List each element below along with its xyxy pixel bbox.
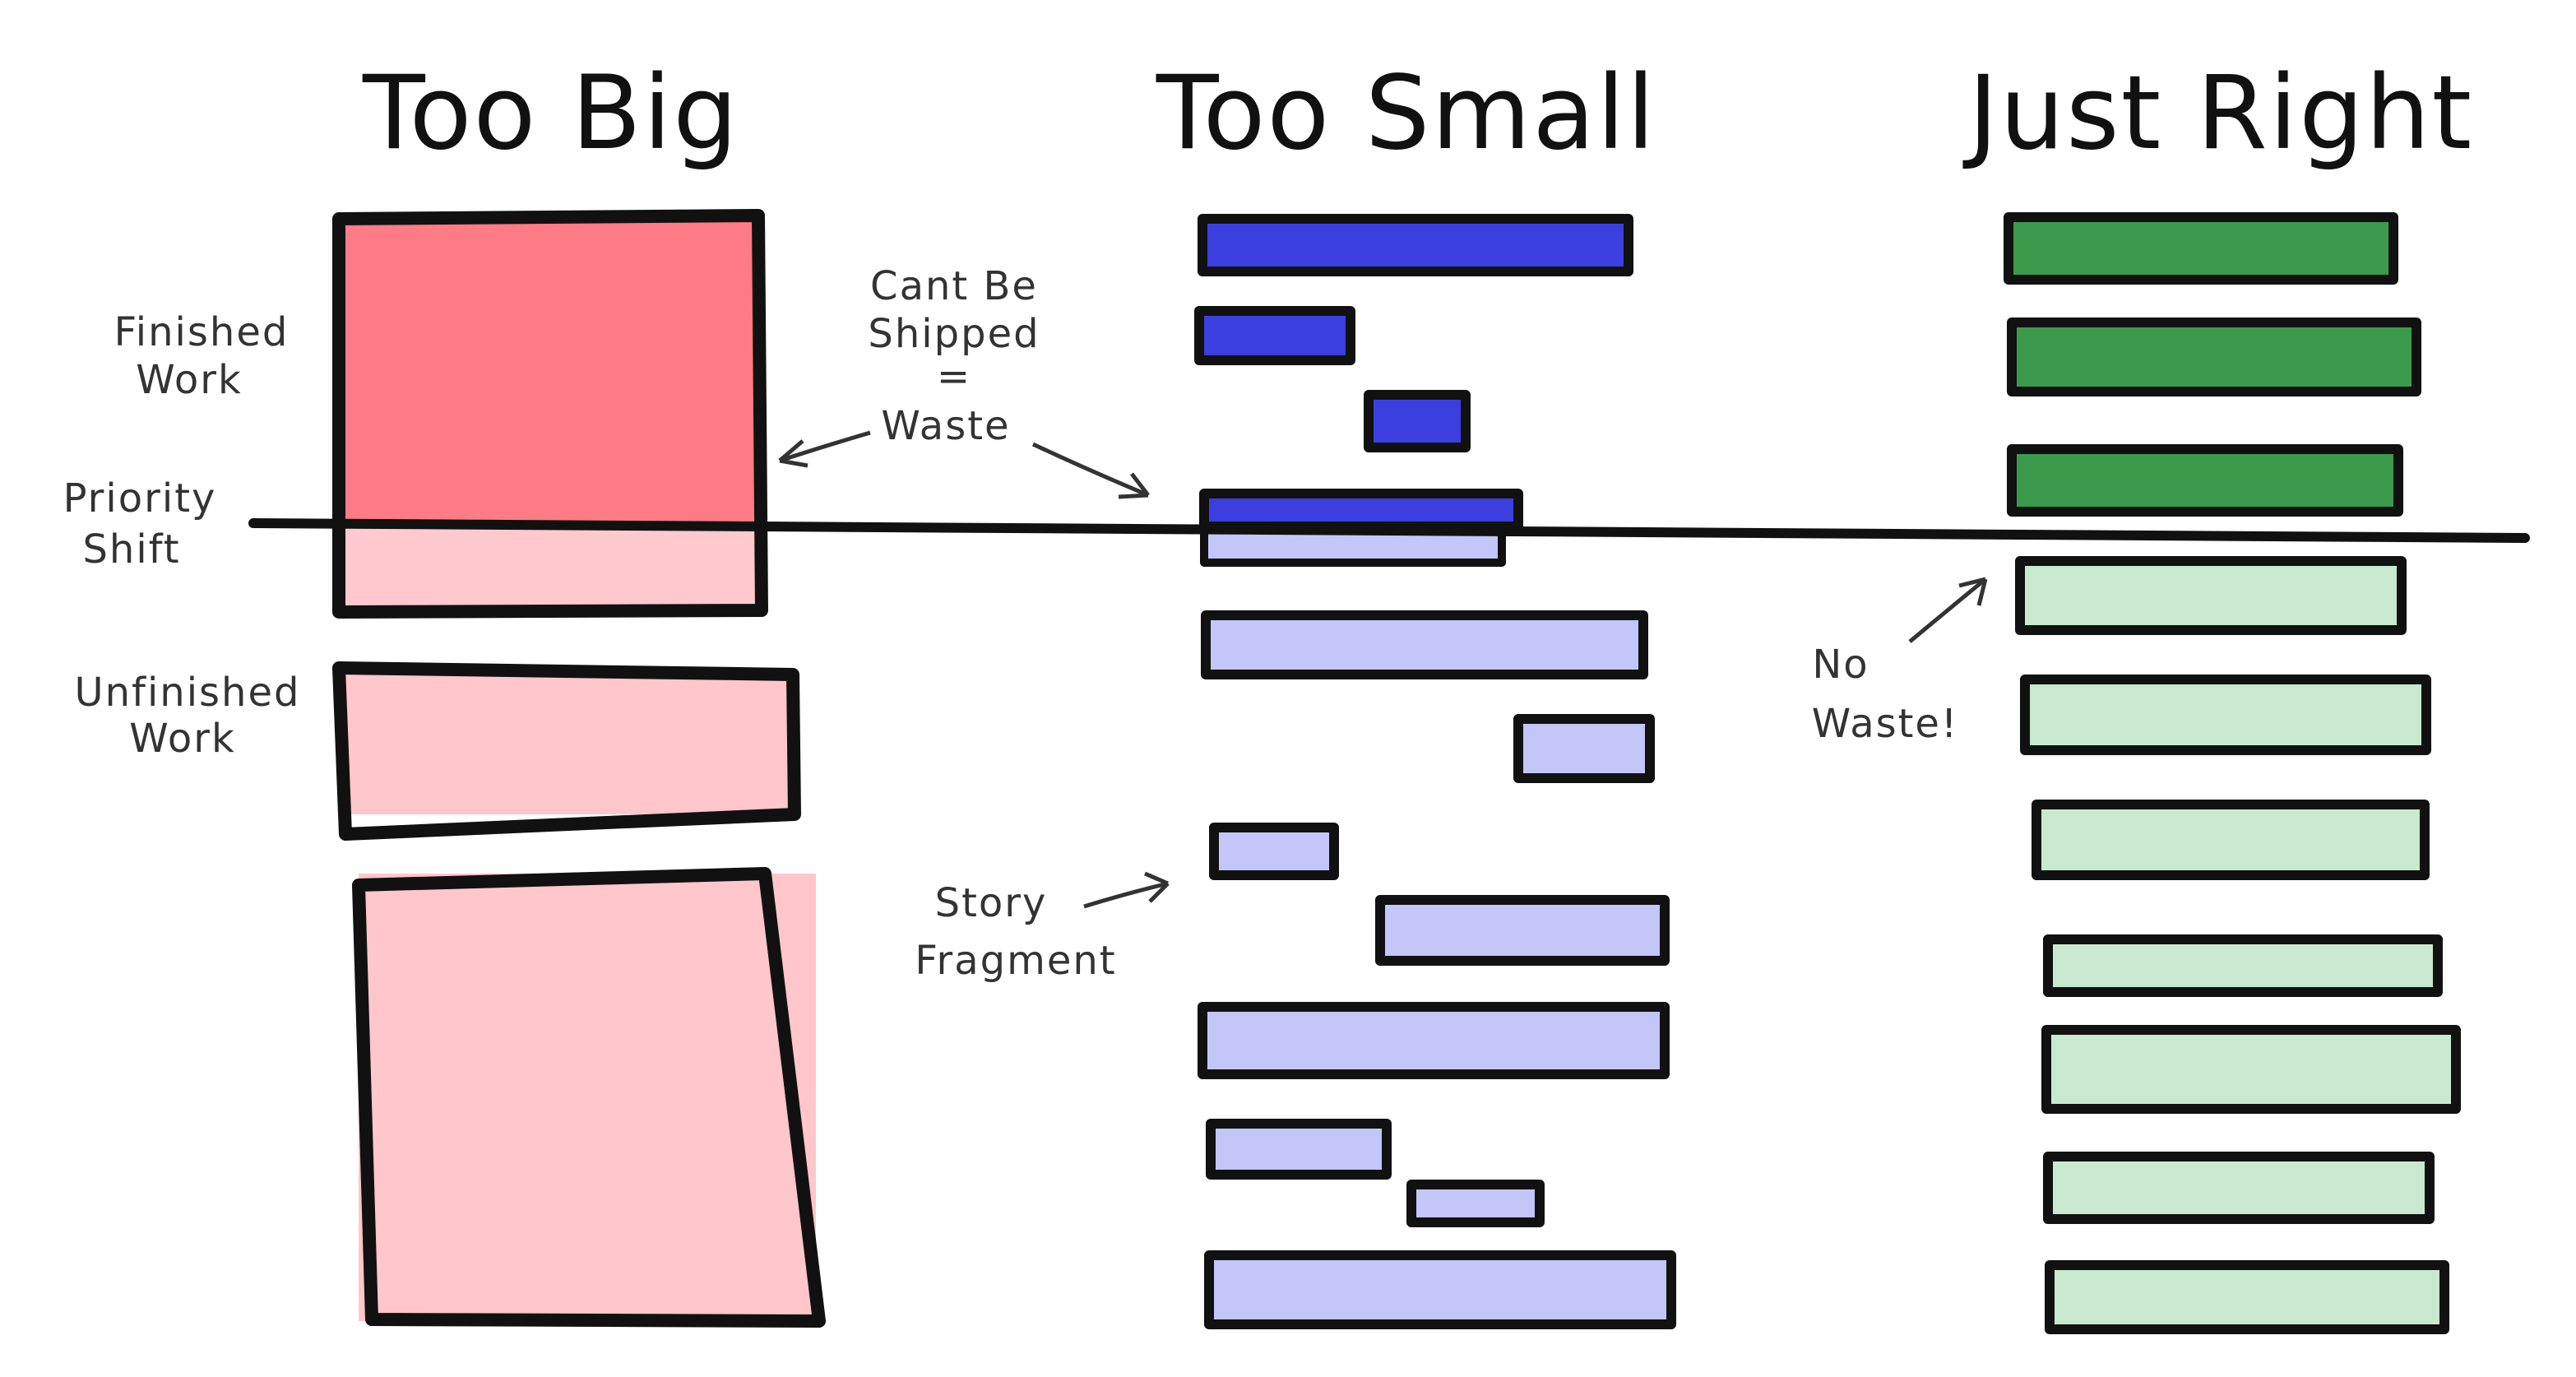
title-too-big: Too Big xyxy=(362,54,739,173)
too-small-bar-4-finished xyxy=(1199,489,1523,531)
just-right-bar-6 xyxy=(2032,800,2430,880)
arrow-to-too-big xyxy=(779,430,871,463)
annotation-story-fragment: Story Fragment xyxy=(915,871,1170,984)
arrow-to-fragment xyxy=(1083,881,1169,909)
just-right-bar-3 xyxy=(2007,444,2403,517)
cant-be-shipped-line-3: = xyxy=(937,354,971,400)
too-small-bar-1 xyxy=(1198,214,1633,276)
finished-work-line-1: Finished xyxy=(114,309,290,355)
too-small-bar-7 xyxy=(1209,823,1339,880)
title-just-right: Just Right xyxy=(1962,54,2473,173)
too-big-column xyxy=(332,209,826,1328)
just-right-bar-10 xyxy=(2045,1260,2449,1334)
too-big-block-2-outline xyxy=(332,661,801,841)
unfinished-work-line-2: Work xyxy=(129,716,236,762)
no-waste-line-2: Waste! xyxy=(1812,701,1958,747)
just-right-bar-5 xyxy=(2020,675,2431,755)
arrowhead-to-fragment xyxy=(1144,871,1170,903)
cant-be-shipped-line-2: Shipped xyxy=(868,311,1040,357)
just-right-bar-8 xyxy=(2041,1025,2461,1114)
annotation-cant-be-shipped: Cant Be Shipped = Waste xyxy=(778,263,1150,499)
too-small-bar-11 xyxy=(1406,1180,1545,1227)
annotation-no-waste: No Waste! xyxy=(1812,577,1988,747)
too-small-bar-6 xyxy=(1513,714,1655,783)
arrowhead-to-too-small xyxy=(1118,472,1150,499)
cant-be-shipped-line-4: Waste xyxy=(881,403,1010,449)
priority-shift-line xyxy=(248,518,2530,543)
too-small-bar-5 xyxy=(1201,610,1648,679)
arrow-to-too-small xyxy=(1031,442,1149,498)
too-big-block-3-outline xyxy=(352,867,826,1328)
too-big-block-2 xyxy=(339,668,793,814)
just-right-bar-1 xyxy=(2004,212,2398,285)
arrowhead-to-too-big xyxy=(778,439,808,468)
annotation-finished-work: Finished Work xyxy=(114,309,290,403)
too-big-block-1-outline xyxy=(332,209,768,619)
too-big-block-3 xyxy=(359,874,816,1321)
just-right-bar-2 xyxy=(2007,318,2421,396)
annotation-priority-shift: Priority Shift xyxy=(63,475,217,573)
title-too-small: Too Small xyxy=(1156,54,1656,173)
too-small-bar-2 xyxy=(1194,306,1355,365)
too-small-bar-8 xyxy=(1375,895,1670,966)
story-fragment-line-1: Story xyxy=(935,880,1048,926)
finished-work-line-2: Work xyxy=(136,357,243,403)
unfinished-work-line-1: Unfinished xyxy=(75,670,301,716)
too-small-bar-10 xyxy=(1206,1119,1392,1180)
no-waste-line-1: No xyxy=(1812,642,1869,688)
too-small-column xyxy=(1194,214,1676,1329)
too-small-bar-9 xyxy=(1198,1002,1670,1079)
priority-shift-line-2: Shift xyxy=(82,526,180,573)
cant-be-shipped-line-1: Cant Be xyxy=(870,263,1038,309)
annotation-unfinished-work: Unfinished Work xyxy=(75,670,301,762)
just-right-column xyxy=(2004,212,2461,1334)
too-big-finished-block xyxy=(339,216,758,523)
too-big-unfinished-part xyxy=(339,523,758,610)
priority-shift-line-1: Priority xyxy=(63,475,217,522)
arrow-to-just-right xyxy=(1908,577,1987,643)
story-fragment-line-2: Fragment xyxy=(915,938,1116,984)
just-right-bar-9 xyxy=(2043,1152,2435,1224)
arrowhead-to-just-right xyxy=(1958,577,1988,606)
too-small-bar-3 xyxy=(1364,390,1471,452)
just-right-bar-4 xyxy=(2015,556,2407,635)
just-right-bar-7 xyxy=(2043,934,2443,997)
too-small-bar-12 xyxy=(1204,1250,1676,1329)
